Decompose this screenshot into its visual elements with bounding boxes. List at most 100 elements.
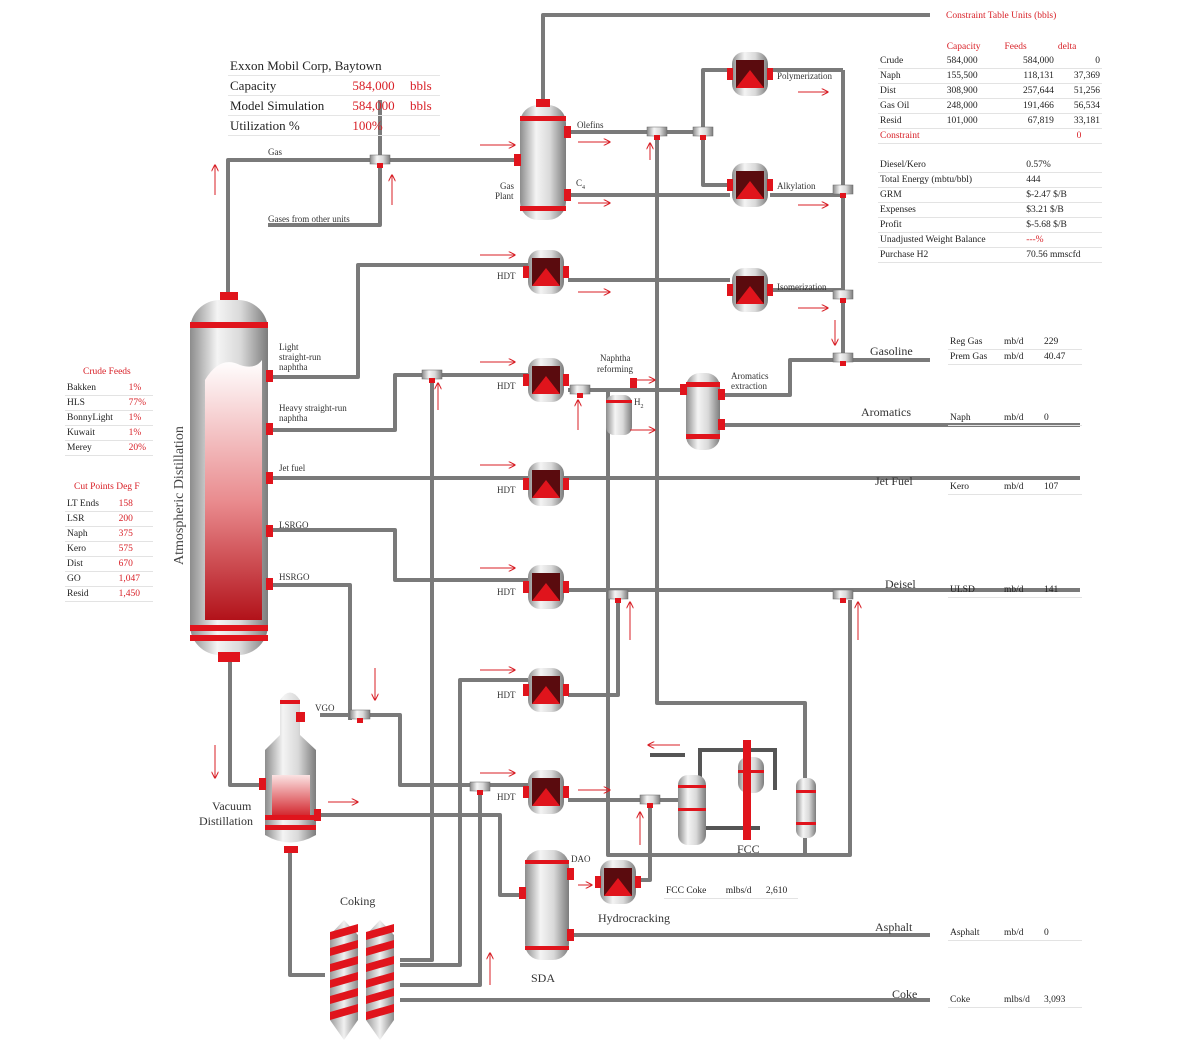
economics-row: Unadjusted Weight Balance---% (878, 232, 1102, 248)
tee-junction (569, 384, 591, 398)
vacuum-column (259, 692, 321, 853)
sda-label: SDA (531, 971, 556, 985)
fcc-coke-table: FCC Coke mlbs/d 2,610 (664, 884, 798, 899)
gases-other-label: Gases from other units (268, 214, 350, 224)
tee-junction (832, 289, 854, 303)
hsrn-label-1: Heavy straight-run (279, 403, 347, 413)
reactor-vessel (523, 668, 569, 712)
tee-junction (469, 781, 491, 795)
tee-junction (832, 352, 854, 366)
polymerization-label: Polymerization (777, 71, 832, 81)
crude-feeds-title: Crude Feeds (83, 367, 131, 377)
gas-label: Gas (268, 147, 282, 157)
reactor-vessel (727, 163, 773, 207)
product-stream-label: Gasoline (870, 344, 913, 358)
c4-label: C4 (576, 178, 586, 191)
atmospheric-column (190, 292, 273, 662)
fcc-label: FCC (737, 842, 760, 856)
hdt-label: HDT (497, 485, 516, 495)
tee-junction (646, 126, 668, 140)
reactor-vessel (727, 268, 773, 312)
hydrocracking-label: Hydrocracking (598, 911, 670, 925)
product-stream-label: Deisel (885, 577, 916, 591)
economics-row: Profit$-5.68 $/B (878, 217, 1102, 233)
refinery-summary: Exxon Mobil Corp, Baytown Capacity 584,0… (228, 56, 440, 136)
aromatics-extraction-label-1: Aromatics (731, 371, 769, 381)
reactor-vessel (523, 462, 569, 506)
product-stream-label: Coke (892, 987, 918, 1001)
naphtha-reforming-label-1: Naphtha (600, 353, 631, 363)
atmospheric-distillation-label: Atmospheric Distillation (172, 426, 187, 565)
reactor-vessel (523, 250, 569, 294)
summary-row: Capacity 584,000 bbls (228, 75, 440, 96)
naphtha-reforming-label-2: reforming (597, 364, 633, 374)
vacuum-label-2: Distillation (199, 814, 253, 828)
alkylation-label: Alkylation (777, 181, 816, 191)
jet-fuel-label: Jet fuel (279, 463, 306, 473)
vgo-label: VGO (315, 703, 335, 713)
lsrn-label-1: Light (279, 342, 299, 352)
aromatics-extraction-vessel (680, 373, 725, 450)
cut-points-title: Cut Points Deg F (74, 482, 140, 492)
economics-row: GRM$-2.47 $/B (878, 187, 1102, 203)
reforming-vessel (606, 378, 637, 435)
junctions (349, 126, 854, 808)
coke-drums (330, 920, 394, 1040)
tee-junction (369, 154, 391, 168)
reactor-vessel (523, 565, 569, 609)
dao-label: DAO (571, 854, 591, 864)
gas-plant-label-2: Plant (495, 191, 514, 201)
gas-plant-label-1: Gas (500, 181, 514, 191)
economics-row: Total Energy (mbtu/bbl)444 (878, 172, 1102, 188)
hsrgo-label: HSRGO (279, 572, 310, 582)
reactor-vessel (727, 52, 773, 96)
tee-junction (832, 589, 854, 603)
tee-junction (349, 709, 371, 723)
constraint-table-title: Constraint Table Units (bbls) (946, 11, 1057, 21)
tee-junction (692, 126, 714, 140)
vacuum-label-1: Vacuum (212, 799, 252, 813)
product-stream-label: Aromatics (861, 405, 911, 419)
olefins-label: Olefins (577, 120, 604, 130)
gas-plant-vessel (514, 99, 571, 220)
product-stream-label: Jet Fuel (875, 474, 913, 488)
hdt-label: HDT (497, 381, 516, 391)
hdt-label: HDT (497, 792, 516, 802)
economics-row: Expenses$3.21 $/B (878, 202, 1102, 218)
hdt-label: HDT (497, 587, 516, 597)
summary-row: Model Simulation 584,000 bbls (228, 95, 440, 116)
isomerization-label: Isomerization (777, 282, 827, 292)
hdt-label: HDT (497, 271, 516, 281)
coke-drum (366, 920, 394, 1040)
lsrn-label-2: straight-run (279, 352, 321, 362)
coke-drum (330, 920, 358, 1040)
